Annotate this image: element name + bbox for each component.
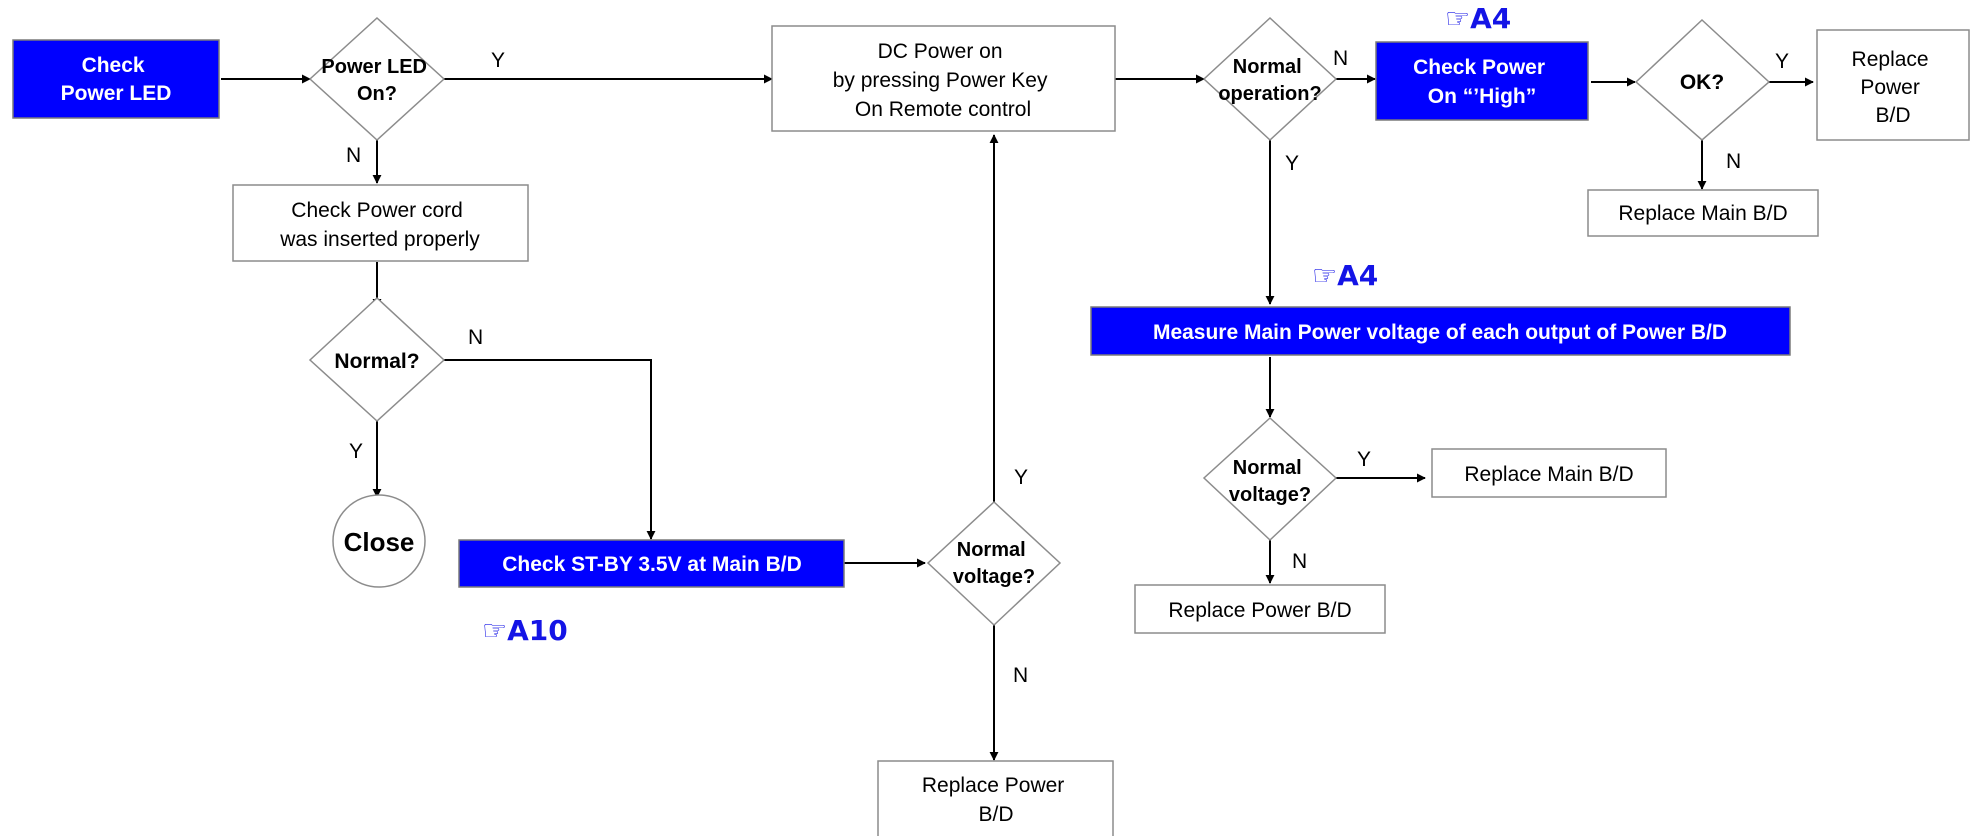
arrow-normal-no-to-stby (444, 359, 656, 540)
node-label-line: voltage? (953, 566, 1035, 588)
svg-text:Replace Power B/D: Replace Power B/D (1168, 599, 1351, 622)
node-label-line: Normal? (334, 350, 419, 373)
svg-text:Close: Close (344, 527, 415, 557)
node-label-line: was inserted properly (279, 228, 480, 251)
node-label-line: Normal (957, 539, 1026, 561)
node-replace-main-bd-top: Replace Main B/D (1587, 189, 1819, 237)
node-label-line: operation? (1218, 83, 1321, 105)
node-label-line: Replace Main B/D (1618, 202, 1787, 225)
node-replace-main-bd-mid: Replace Main B/D (1431, 448, 1667, 498)
label-yes: Y (1014, 466, 1028, 489)
node-label-line: Check (82, 54, 145, 77)
label-no: N (1333, 47, 1348, 70)
svg-text:Check Power cord was ins: Check Power cord was inserted properly (279, 199, 480, 251)
node-label-line: B/D (1875, 104, 1910, 127)
node-label-line: On “’High” (1428, 85, 1537, 108)
svg-text:Replace Power B/D: Replace Power B/D (922, 774, 1070, 826)
node-label-line: Close (344, 527, 415, 557)
decision-normal-voltage-right: Normal voltage? (1202, 416, 1338, 542)
label-no: N (1726, 150, 1741, 173)
label-no: N (1013, 664, 1028, 687)
label-no: N (1292, 550, 1307, 573)
ref-a10: ☞A10 (482, 614, 568, 647)
label-yes: Y (349, 440, 363, 463)
svg-text:Measure Main Power voltage of: Measure Main Power voltage of each outpu… (1153, 321, 1727, 344)
node-check-stby: Check ST-BY 3.5V at Main B/D (458, 539, 845, 588)
svg-text:Replace Main B/D: Replace Main B/D (1464, 463, 1633, 486)
decision-normal: Normal? (308, 296, 446, 423)
node-label-line: DC Power on (878, 40, 1003, 63)
decision-power-led-on: Power LED On? (308, 16, 446, 142)
svg-text:OK?: OK? (1680, 71, 1724, 94)
node-label-line: Replace (1852, 48, 1929, 71)
node-check-power-cord: Check Power cord was inserted properly (232, 184, 529, 262)
svg-text:Check Power On “’High”: Check Power On “’High” (1413, 56, 1551, 108)
node-replace-power-bd-lower: Replace Power B/D (1134, 584, 1386, 634)
label-yes: Y (1775, 50, 1789, 73)
ref-a4-mid: ☞A4 (1312, 259, 1378, 292)
node-label-line: On Remote control (855, 98, 1031, 121)
node-label-line: by pressing Power Key (833, 69, 1048, 92)
connectors (221, 74, 1814, 761)
node-label-line: Normal (1233, 457, 1302, 479)
node-replace-power-bd-right: Replace Power B/D (1816, 29, 1970, 141)
svg-text:Power LED On?: Power LED On? (321, 56, 432, 105)
svg-text:Check Power LED: Check Power LED (61, 54, 172, 105)
node-check-power-led: Check Power LED (12, 39, 220, 119)
node-label-line: Replace Main B/D (1464, 463, 1633, 486)
label-no: N (346, 144, 361, 167)
node-check-power-on-high: Check Power On “’High” (1375, 41, 1589, 121)
node-label-line: Measure Main Power voltage of each outpu… (1153, 321, 1727, 344)
svg-text:Replace Power B/D: Replace Power B/D (1852, 48, 1935, 127)
node-label-line: B/D (978, 803, 1013, 826)
node-replace-power-bd-bottom: Replace Power B/D (877, 760, 1114, 836)
node-label-line: Power LED (61, 82, 172, 105)
label-yes: Y (491, 49, 505, 72)
svg-text:Normal voltage?: Normal voltage? (1229, 457, 1311, 506)
svg-text:Normal voltage?: Normal voltage? (953, 539, 1035, 588)
node-label-line: Power (1860, 76, 1920, 99)
node-label-line: Replace Power B/D (1168, 599, 1351, 622)
node-label-line: Replace Power (922, 774, 1064, 797)
decision-ok: OK? (1634, 18, 1771, 141)
node-label-line: Check ST-BY 3.5V at Main B/D (502, 553, 802, 576)
svg-text:Normal operation?: Normal operation? (1218, 56, 1321, 105)
node-label-line: voltage? (1229, 484, 1311, 506)
svg-text:Check ST-BY 3.5V at Main B/D: Check ST-BY 3.5V at Main B/D (502, 553, 802, 576)
svg-text:Normal?: Normal? (334, 350, 419, 373)
decision-normal-operation: Normal operation? (1202, 16, 1338, 142)
node-label-line: Check Power (1413, 56, 1545, 79)
node-close: Close (332, 494, 426, 588)
ref-a4-top: ☞A4 (1445, 2, 1511, 35)
node-label-line: On? (357, 83, 397, 105)
node-dc-power-on: DC Power on by pressing Power Key On Rem… (771, 25, 1116, 132)
node-label-line: OK? (1680, 71, 1724, 94)
node-label-line: Power LED (321, 56, 427, 78)
edge-labels: Y N N Y Y N N Y Y N Y N (346, 47, 1789, 687)
node-label-line: Check Power cord (291, 199, 463, 222)
svg-text:Replace Main B/D: Replace Main B/D (1618, 202, 1787, 225)
label-no: N (468, 326, 483, 349)
node-measure-main-power: Measure Main Power voltage of each outpu… (1090, 306, 1791, 356)
label-yes: Y (1285, 152, 1299, 175)
label-yes: Y (1357, 448, 1371, 471)
svg-text:DC Power on by pressing: DC Power on by pressing Power Key On Rem… (833, 40, 1054, 121)
node-label-line: Normal (1233, 56, 1302, 78)
decision-normal-voltage-left: Normal voltage? (926, 500, 1062, 627)
